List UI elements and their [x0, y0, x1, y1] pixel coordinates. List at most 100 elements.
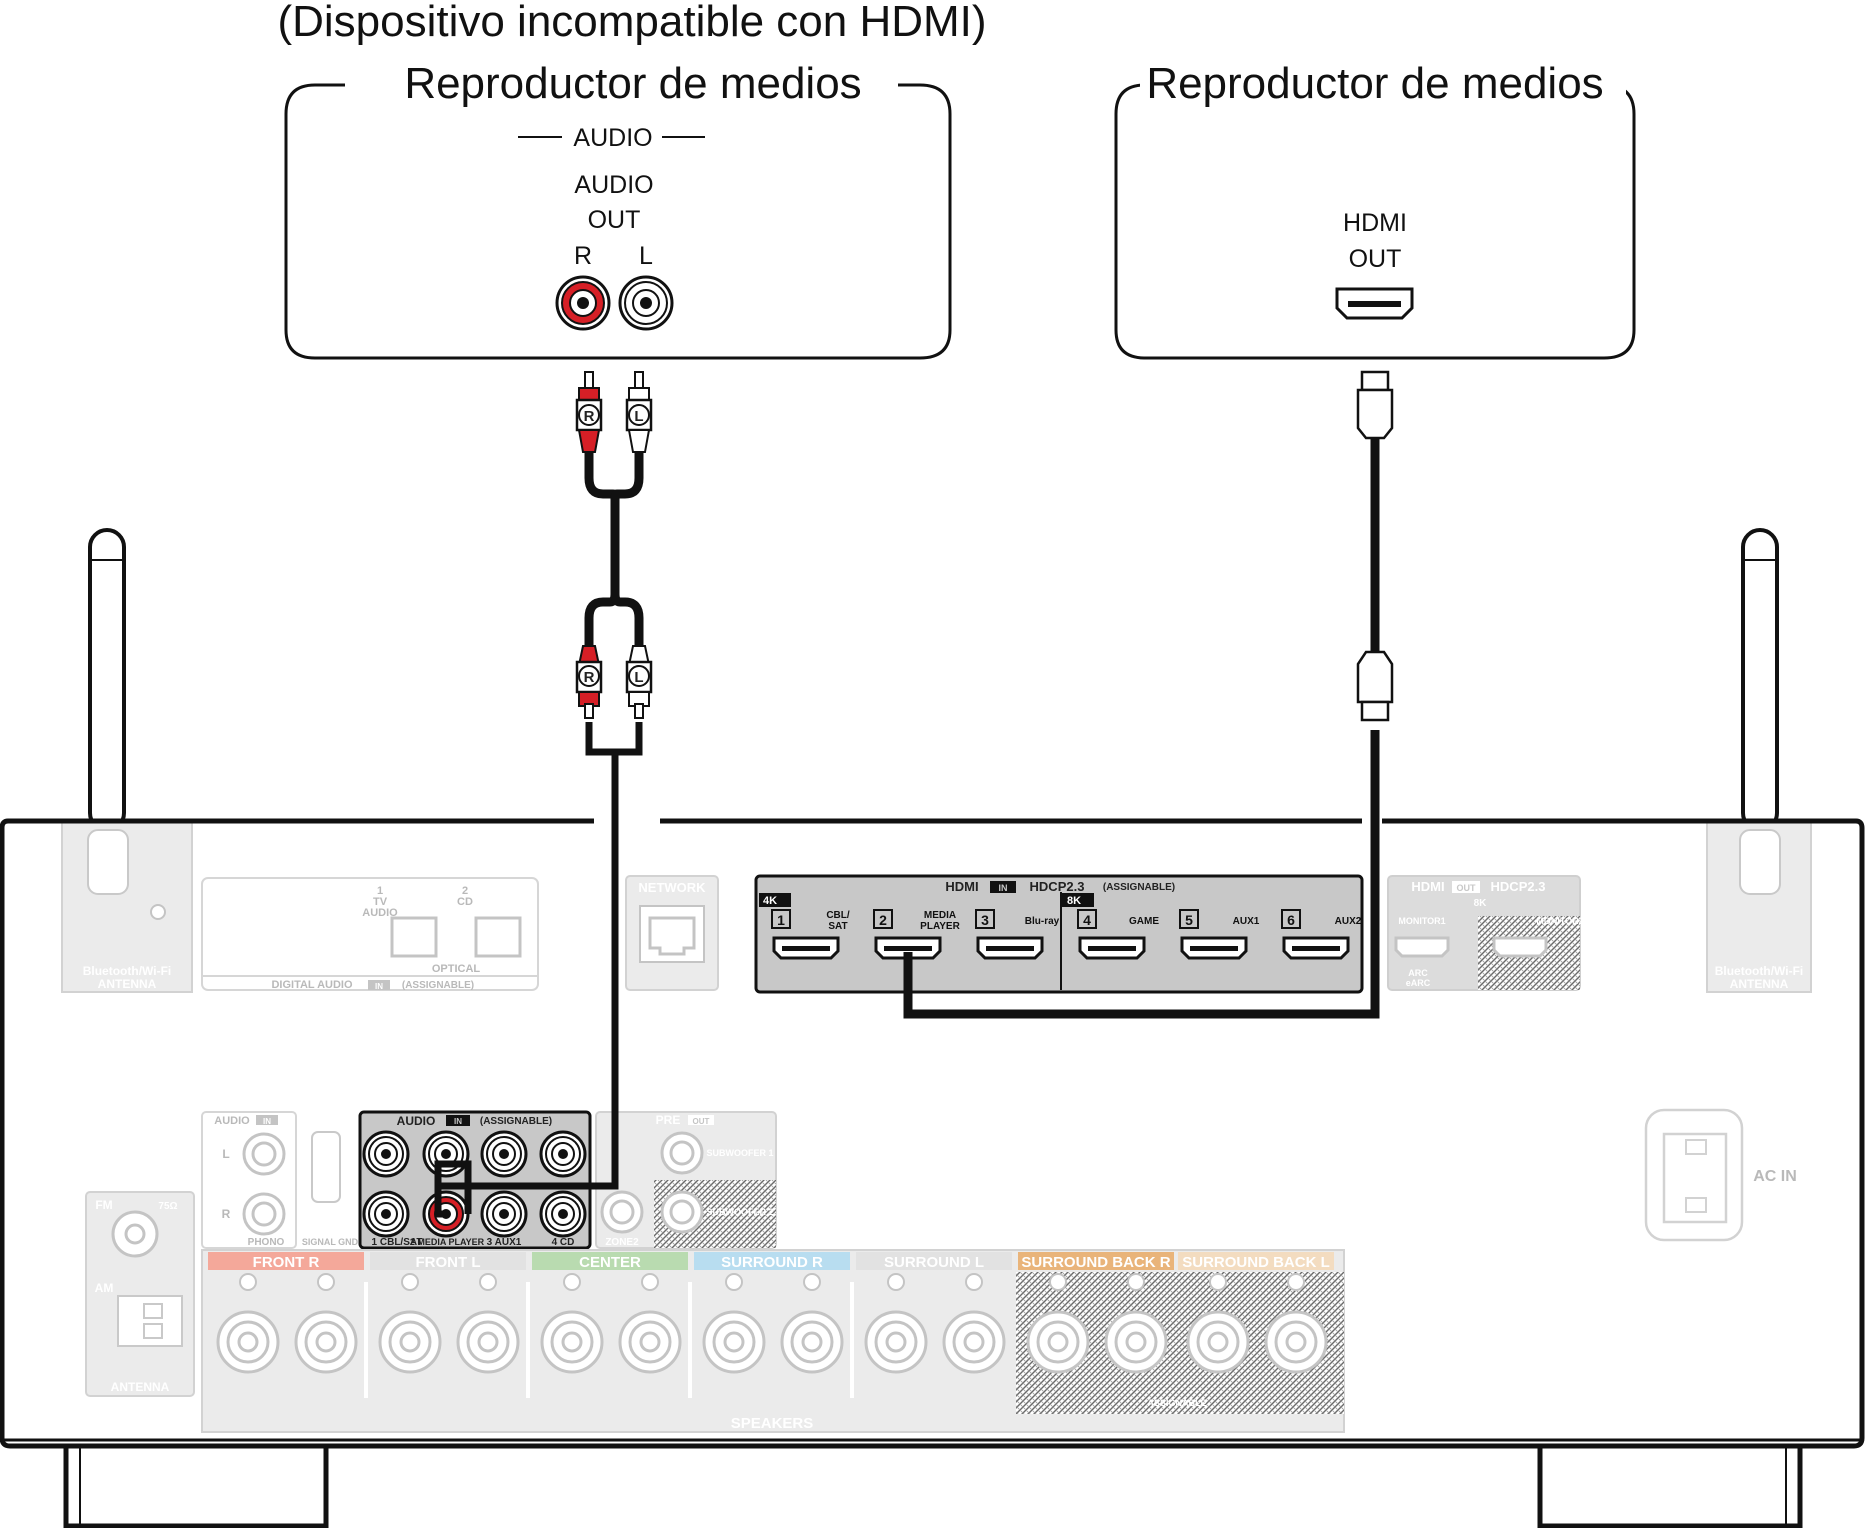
optical-port-2: [474, 916, 522, 958]
hdmi-cable-route: [903, 730, 1380, 1019]
rca-plug-l-top: L: [625, 371, 653, 453]
plug-r-label-top: R: [584, 408, 595, 425]
ac-in-label: AC IN: [1753, 1168, 1797, 1185]
speaker-channel-label: FRONT R: [253, 1254, 320, 1271]
phono-panel: AUDIO IN L R PHONO SIGNAL GND: [201, 1111, 359, 1249]
channel-l-label: L: [639, 242, 653, 270]
group-4k-label: 4K: [763, 895, 777, 907]
speaker-channel-5: SURROUND L: [850, 1252, 1012, 1412]
pre-out-panel: PRE OUT SUBWOOFER 1 SUBWOOFER 2 ZONE2: [595, 1111, 777, 1249]
svg-text:AM: AM: [95, 1281, 114, 1295]
svg-text:PRE: PRE: [656, 1113, 681, 1127]
rca-jack-l: [618, 275, 674, 331]
svg-text:HDMI: HDMI: [1411, 879, 1444, 894]
audio-in-jack: [539, 1130, 587, 1178]
svg-text:IN: IN: [999, 883, 1008, 893]
speaker-channel-label: FRONT L: [416, 1254, 481, 1271]
hdmi-input-name: PLAYER: [920, 921, 960, 932]
svg-text:2: 2: [462, 885, 468, 897]
bt-antenna-left-label-1: Bluetooth/Wi-Fi: [83, 964, 172, 978]
hdmi-input-number: 5: [1185, 912, 1193, 928]
svg-text:L: L: [222, 1147, 229, 1161]
hdmi-input-number: 1: [777, 912, 785, 928]
svg-text:4 CD: 4 CD: [552, 1237, 575, 1248]
audio-in-jack: [362, 1190, 410, 1238]
hdmi-input-name: SAT: [828, 921, 847, 932]
speaker-channel-7: SURROUND BACK L: [1178, 1252, 1334, 1374]
hdmi-input-number: 2: [879, 912, 887, 928]
incompatible-device-note: (Dispositivo incompatible con HDMI): [277, 0, 986, 46]
audio-device-title: Reproductor de medios: [404, 59, 861, 108]
svg-text:OUT: OUT: [1457, 883, 1477, 893]
svg-text:75Ω: 75Ω: [158, 1201, 177, 1212]
audio-in-jack: [480, 1190, 528, 1238]
speaker-channel-label: CENTER: [579, 1254, 641, 1271]
plug-l-label-bottom: L: [634, 669, 643, 686]
speaker-channel-3: CENTER: [526, 1252, 688, 1412]
svg-text:ARC: ARC: [1408, 968, 1428, 978]
hdmi-input-name: AUX2: [1335, 916, 1362, 927]
antenna-right: [1706, 528, 1812, 993]
audio-section-label: AUDIO: [573, 124, 652, 152]
audio-in-jack: [480, 1130, 528, 1178]
speaker-channel-list: FRONT R FRONT L CENTER SURROUND R SURROUND L…: [208, 1252, 1334, 1412]
svg-text:MONITOR1: MONITOR1: [1398, 916, 1445, 926]
hdmi-input-name: Blu-ray: [1025, 916, 1060, 927]
svg-text:OPTICAL: OPTICAL: [432, 963, 481, 975]
speaker-channel-label: SURROUND L: [884, 1254, 984, 1271]
svg-text:SUBWOOFER 2: SUBWOOFER 2: [706, 1207, 773, 1217]
foot-left: [63, 1446, 329, 1528]
rca-plug-r-bottom: R: [575, 645, 603, 719]
ac-inlet: AC IN: [1644, 1108, 1797, 1242]
hdmi-input-number: 4: [1083, 912, 1091, 928]
plug-r-label-bottom: R: [584, 669, 595, 686]
network-label: NETWORK: [638, 880, 706, 895]
rca-cable-route: [434, 752, 619, 1218]
antenna-left: [61, 528, 193, 993]
bt-antenna-right-label-2: ANTENNA: [1730, 977, 1789, 991]
speakers-label: SPEAKERS: [731, 1415, 814, 1432]
foot-right: [1537, 1446, 1803, 1528]
svg-text:DIGITAL AUDIO: DIGITAL AUDIO: [271, 979, 353, 991]
hdmi-input-5: 5 AUX1: [1179, 909, 1260, 960]
hdmi-out-panel: HDMI OUT HDCP2.3 8K MONITOR1 MONITOR2 AR…: [1387, 875, 1584, 991]
svg-text:SUBWOOFER 1: SUBWOOFER 1: [706, 1148, 773, 1158]
hdmi-input-number: 3: [981, 912, 989, 928]
audio-in-jack: [362, 1130, 410, 1178]
svg-text:IN: IN: [263, 1117, 271, 1126]
svg-text:CD: CD: [457, 896, 473, 908]
fm-am-antenna-terminals: FM 75Ω AM ANTENNA: [85, 1191, 195, 1397]
svg-text:IN: IN: [375, 982, 383, 991]
hdmi-out-label-2: OUT: [1349, 245, 1402, 273]
bt-antenna-left-label-2: ANTENNA: [98, 977, 157, 991]
hdmi-input-name: CBL/: [826, 910, 850, 921]
hdmi-in-assign: (ASSIGNABLE): [1103, 882, 1175, 893]
audio-out-label-2: OUT: [588, 206, 641, 234]
hdmi-input-name: AUX1: [1233, 916, 1260, 927]
hdmi-cable: [1356, 370, 1394, 722]
svg-text:AUDIO: AUDIO: [362, 907, 398, 919]
rca-plug-r-top: R: [575, 371, 603, 453]
speaker-channel-label: SURROUND BACK R: [1021, 1254, 1170, 1271]
hdmi-input-1: 1 CBL/SAT: [771, 909, 850, 960]
speaker-channel-4: SURROUND R: [688, 1252, 850, 1412]
svg-text:ZONE2: ZONE2: [605, 1237, 639, 1248]
svg-text:8K: 8K: [1474, 898, 1488, 909]
svg-text:HDCP2.3: HDCP2.3: [1491, 879, 1546, 894]
speaker-channel-label: SURROUND BACK L: [1182, 1254, 1330, 1271]
hdmi-in-hdcp: HDCP2.3: [1030, 879, 1085, 894]
audio-out-label-1: AUDIO: [574, 171, 653, 199]
hdmi-source-device: Reproductor de medios HDMI OUT: [1114, 59, 1636, 360]
network-port: NETWORK: [625, 875, 719, 991]
svg-text:TV: TV: [373, 896, 388, 908]
svg-text:AUDIO: AUDIO: [214, 1115, 250, 1127]
svg-text:ASSIGNABLE: ASSIGNABLE: [1147, 1398, 1206, 1408]
svg-text:ANTENNA: ANTENNA: [111, 1380, 170, 1394]
hdmi-in-label: HDMI: [945, 879, 978, 894]
hdmi-input-name: GAME: [1129, 916, 1159, 927]
audio-in-panel: AUDIO IN (ASSIGNABLE) 1 CBL/SAT 2 MEDIA …: [358, 1110, 592, 1250]
